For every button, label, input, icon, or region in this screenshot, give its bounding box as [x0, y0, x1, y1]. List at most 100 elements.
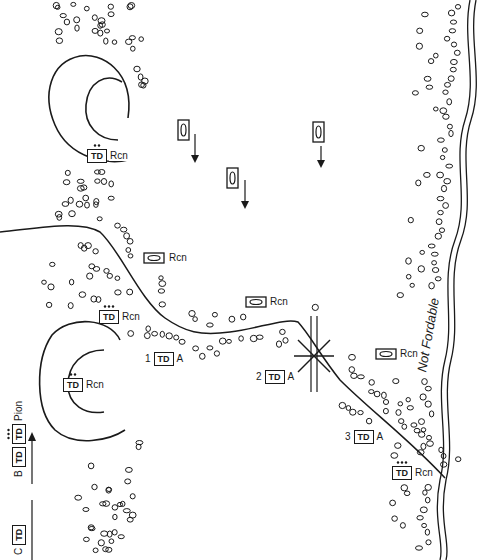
arrow-head	[28, 432, 36, 441]
tree-symbol	[412, 91, 418, 95]
river-bank	[443, 0, 476, 560]
tree-symbol	[75, 495, 82, 500]
tree-symbol	[212, 312, 217, 317]
tree-symbol	[442, 148, 447, 153]
bridge-symbol	[294, 355, 334, 356]
tree-symbol	[63, 180, 70, 185]
enemy-tank	[380, 352, 392, 357]
tree-symbol	[419, 419, 425, 425]
tree-symbol	[69, 211, 76, 217]
tree-symbol	[439, 447, 443, 452]
tree-symbol	[107, 273, 112, 278]
tree-symbol	[392, 516, 398, 521]
tree-symbol	[432, 268, 438, 273]
tree-symbol	[312, 304, 318, 310]
unit-box-text: TD	[63, 378, 83, 392]
tree-symbol	[256, 335, 263, 339]
tree-symbol	[446, 164, 453, 168]
tree-symbol	[159, 276, 163, 280]
tree-symbol	[443, 203, 449, 209]
unit-box-text: TD	[12, 424, 26, 444]
tree-symbol	[408, 217, 413, 222]
tree-symbol	[410, 283, 414, 287]
tree-symbol	[437, 196, 444, 200]
tree-symbol	[398, 402, 403, 406]
tree-symbol	[146, 326, 151, 332]
tree-symbol	[447, 99, 452, 105]
tree-symbol	[75, 25, 79, 31]
tree-symbol	[434, 107, 439, 111]
tree-symbol	[391, 453, 398, 459]
unit-box-text: TD	[354, 430, 374, 444]
tree-symbol	[431, 252, 438, 256]
tree-symbol	[440, 155, 444, 159]
tree-symbol	[46, 302, 51, 307]
tree-symbol	[127, 517, 133, 522]
tree-symbol	[56, 38, 62, 44]
tree-symbol	[441, 185, 446, 191]
tree-symbol	[427, 435, 432, 440]
tree-symbol	[193, 317, 198, 322]
tree-symbol	[112, 530, 117, 535]
tree-symbol	[83, 508, 89, 512]
tree-symbol	[95, 170, 101, 174]
tree-symbol	[200, 353, 206, 359]
echelon-dots	[103, 305, 115, 308]
tree-symbol	[440, 108, 447, 114]
tree-symbol	[79, 292, 86, 298]
tree-symbol	[422, 523, 427, 527]
tree-symbol	[108, 12, 114, 17]
tree-symbol	[84, 6, 89, 11]
tree-symbol	[136, 444, 141, 449]
tree-symbol	[397, 293, 403, 298]
enemy-tank	[181, 124, 186, 136]
tree-symbol	[420, 250, 425, 254]
echelon-dot	[74, 373, 76, 375]
tree-symbol	[97, 217, 102, 221]
tree-symbol	[127, 239, 133, 245]
tree-symbol	[406, 398, 410, 402]
tree-symbol	[125, 467, 132, 472]
tree-symbol	[193, 346, 199, 351]
tree-symbol	[447, 124, 452, 129]
tree-symbol	[339, 402, 346, 408]
tree-symbol	[443, 114, 449, 119]
tree-symbol	[420, 507, 427, 513]
tree-symbol	[94, 199, 99, 205]
movement-arrow	[194, 134, 195, 158]
tree-symbol	[393, 379, 399, 384]
unit-label: A	[176, 354, 185, 364]
tree-symbol	[160, 331, 164, 337]
tree-symbol	[92, 15, 97, 21]
tree-symbol	[428, 244, 435, 248]
unit-label: B	[14, 469, 24, 478]
tree-symbol	[126, 248, 131, 253]
tree-symbol	[101, 531, 108, 536]
unit-symbol: 1TDA	[144, 352, 184, 366]
echelon-dot	[94, 144, 96, 146]
tree-symbol	[93, 267, 99, 272]
recon-label: Rcn	[399, 349, 419, 359]
tree-symbol	[436, 219, 442, 225]
unit-box-text: TD	[87, 149, 107, 163]
tree-symbol	[128, 331, 134, 337]
tree-symbol	[432, 261, 437, 265]
tree-symbol	[283, 338, 288, 344]
tree-symbol	[451, 59, 458, 64]
enemy-tank	[316, 126, 321, 138]
tree-symbol	[65, 170, 70, 175]
tree-symbol	[101, 179, 106, 185]
tree-symbol	[425, 386, 431, 391]
tree-symbol	[374, 391, 380, 397]
tree-symbol	[426, 85, 433, 89]
tree-symbol	[402, 424, 407, 429]
tree-symbol	[423, 490, 427, 495]
tree-symbol	[107, 531, 112, 537]
tree-symbol	[159, 281, 166, 287]
tree-symbol	[390, 500, 396, 506]
tree-symbol	[435, 233, 441, 239]
tree-symbol	[407, 406, 413, 410]
echelon-dot	[401, 461, 403, 463]
hill-contour	[49, 55, 129, 161]
tree-symbol	[112, 40, 117, 44]
